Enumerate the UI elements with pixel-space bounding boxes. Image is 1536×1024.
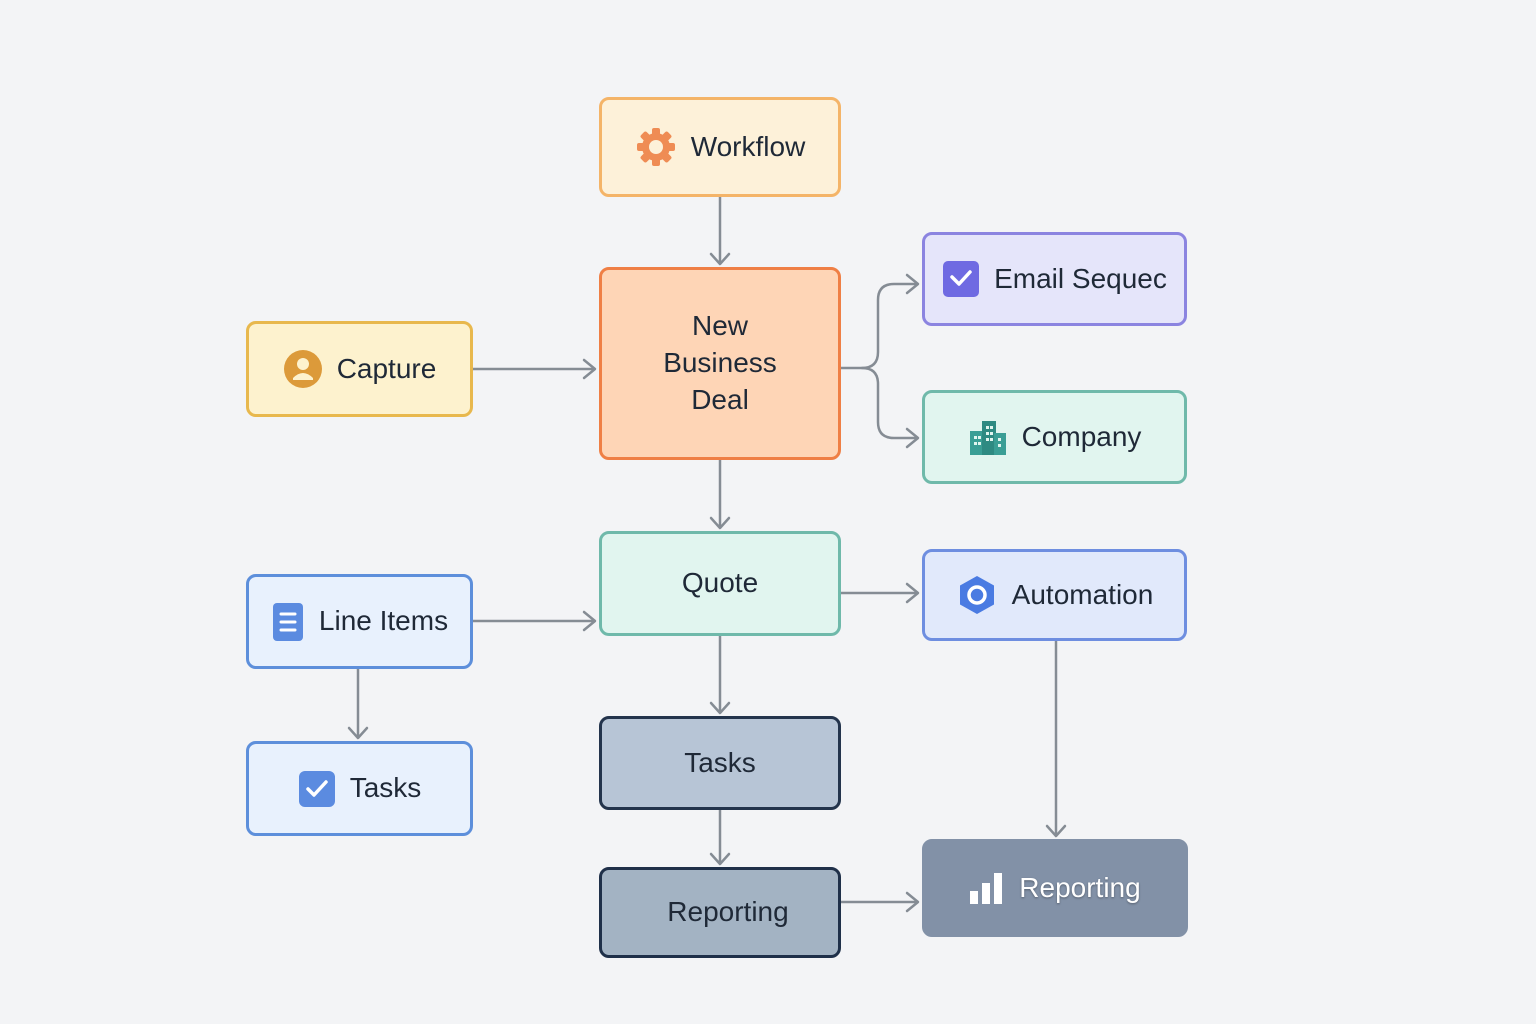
node-tasks-left-label: Tasks (349, 772, 422, 804)
arrowhead-lineitems-to-tasks (347, 726, 369, 740)
edge-deal-to-email (839, 282, 918, 370)
node-reporting-right[interactable]: Reporting (922, 839, 1188, 937)
node-deal-label-line-3: Deal (691, 383, 749, 415)
node-new-business-deal[interactable]: New Business Deal (599, 267, 841, 460)
document-list-icon (271, 602, 305, 642)
node-reporting-right-label: Reporting (1019, 871, 1141, 903)
node-email-sequence[interactable]: Email Sequec (922, 232, 1187, 326)
edge-deal-to-company (860, 366, 918, 440)
user-badge-icon (283, 349, 323, 389)
node-tasks-mid-label: Tasks (684, 746, 756, 778)
node-lineitems-label: Line Items (318, 605, 449, 637)
node-automation-label: Automation (1011, 578, 1154, 610)
node-deal-label: New Business Deal (663, 308, 777, 419)
node-quote-label: Quote (681, 567, 759, 599)
arrowhead-reporting-to-reporting (905, 891, 920, 913)
arrowhead-quote-to-automation (905, 582, 920, 604)
node-deal-label-line-2: Business (663, 347, 777, 379)
node-company-label: Company (1021, 420, 1142, 452)
arrowhead-deal-to-quote (709, 516, 731, 530)
node-email-label: Email Sequec (994, 262, 1167, 294)
node-reporting-mid-label: Reporting (667, 896, 789, 928)
node-workflow-label: Workflow (690, 130, 806, 162)
building-icon (968, 417, 1008, 457)
node-tasks-middle[interactable]: Tasks (599, 716, 841, 810)
hexagon-icon (956, 574, 998, 616)
bar-chart-icon (969, 871, 1005, 905)
node-capture[interactable]: Capture (246, 321, 473, 417)
checkbox-icon (942, 260, 980, 298)
checkbox-icon (298, 770, 336, 808)
node-automation[interactable]: Automation (922, 549, 1187, 641)
arrowhead-deal-to-company (905, 427, 920, 449)
arrowhead-workflow-to-deal (709, 252, 731, 266)
node-workflow[interactable]: Workflow (599, 97, 841, 197)
node-reporting-middle[interactable]: Reporting (599, 867, 841, 958)
node-company[interactable]: Company (922, 390, 1187, 484)
arrowhead-deal-to-email (905, 273, 920, 295)
node-deal-label-line-1: New (691, 310, 748, 342)
arrowhead-capture-to-deal (582, 358, 597, 380)
node-quote[interactable]: Quote (599, 531, 841, 636)
node-capture-label: Capture (336, 352, 437, 384)
arrowhead-lineitems-to-quote (582, 610, 597, 632)
gear-icon (635, 126, 677, 168)
arrowhead-quote-to-tasks (709, 701, 731, 715)
node-line-items[interactable]: Line Items (246, 574, 473, 669)
node-tasks-left[interactable]: Tasks (246, 741, 473, 836)
arrowhead-automation-to-reporting (1045, 824, 1067, 838)
arrowhead-tasks-to-reporting (709, 852, 731, 866)
